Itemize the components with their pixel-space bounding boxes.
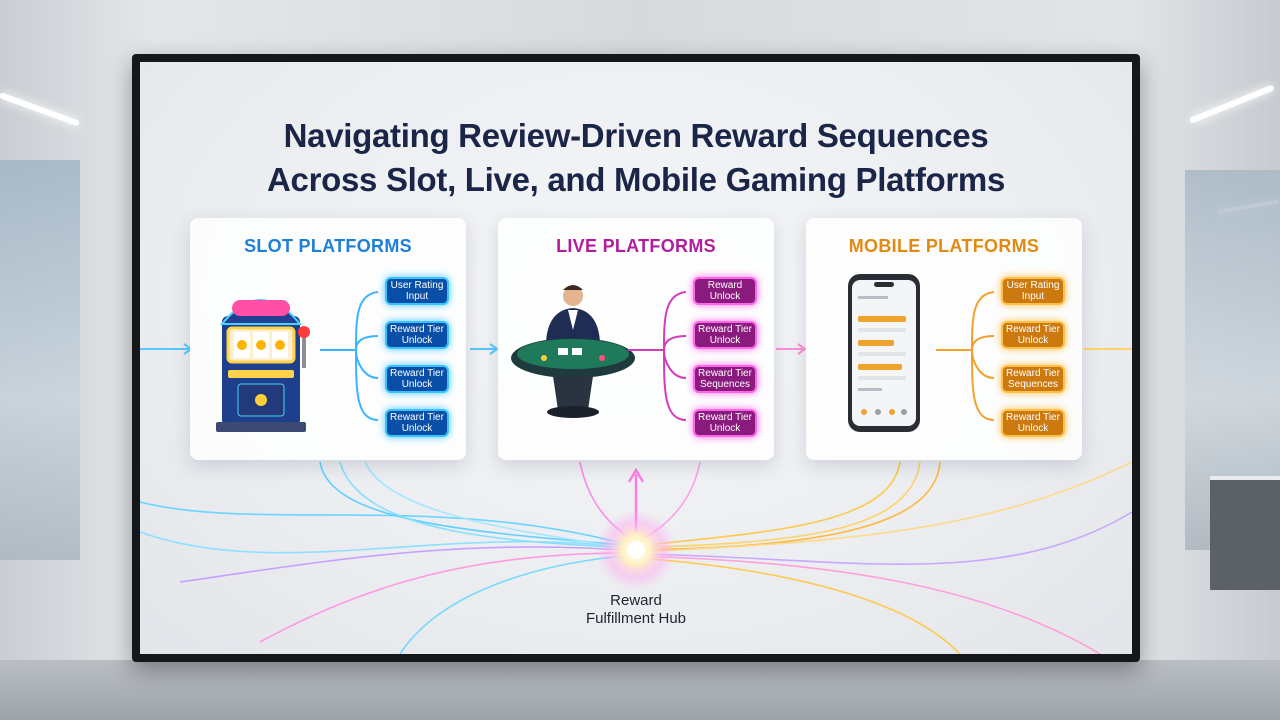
entry-arrow-live [470, 343, 499, 355]
hub-label-line-2: Fulfillment Hub [585, 610, 687, 627]
slot-step-1: User Rating Input [385, 277, 449, 305]
entry-arrow-mobile [776, 343, 807, 355]
slot-step-4: Reward Tier Unlock [385, 409, 449, 437]
display-surface: Navigating Review-Driven Reward Sequence… [140, 62, 1132, 654]
mobile-step-1: User Rating Input [1001, 277, 1065, 305]
desk [1210, 480, 1280, 590]
title-line-2: Across Slot, Live, and Mobile Gaming Pla… [266, 161, 1005, 198]
title-line-1: Navigating Review-Driven Reward Sequence… [283, 117, 989, 154]
slot-platforms-panel: SLOT PLATFORMS [190, 218, 466, 460]
live-dealer-table-icon [511, 285, 635, 418]
mobile-step-2: Reward Tier Unlock [1001, 321, 1065, 349]
mobile-platforms-panel: MOBILE PLATFORMS [806, 218, 1082, 460]
flow-lines [140, 343, 1132, 654]
mobile-step-4: Reward Tier Unlock [1001, 409, 1065, 437]
live-step-3: Reward Tier Sequences [693, 365, 757, 393]
hub-core [627, 541, 645, 559]
mobile-flow-lines [637, 461, 1132, 654]
slot-connector-lines [320, 291, 379, 421]
slot-step-2: Reward Tier Unlock [385, 321, 449, 349]
live-step-2: Reward Tier Unlock [693, 321, 757, 349]
smartphone-icon [848, 274, 920, 432]
hub-label: Reward Fulfillment Hub [560, 592, 712, 628]
live-platforms-panel: LIVE PLATFORMS [498, 218, 774, 460]
mobile-connector-lines [936, 291, 995, 421]
ceiling-light-right [1188, 84, 1275, 124]
mobile-step-3: Reward Tier Sequences [1001, 365, 1065, 393]
live-step-1: Reward Unlock [693, 277, 757, 305]
live-panel-title: LIVE PLATFORMS [556, 236, 716, 256]
slot-machine-icon [216, 299, 310, 432]
ceiling-light-left [0, 92, 80, 127]
live-step-4: Reward Tier Unlock [693, 409, 757, 437]
hub-label-line-1: Reward [610, 592, 662, 609]
entry-arrow-slot [140, 343, 193, 355]
slot-step-3: Reward Tier Unlock [385, 365, 449, 393]
wall-display-frame: Navigating Review-Driven Reward Sequence… [132, 54, 1140, 662]
live-connector-lines [628, 291, 687, 421]
mobile-panel-title: MOBILE PLATFORMS [848, 236, 1040, 256]
window-left [0, 160, 80, 560]
page-title: Navigating Review-Driven Reward Sequence… [140, 114, 1132, 202]
slot-panel-title: SLOT PLATFORMS [244, 236, 412, 256]
floor [0, 660, 1280, 720]
slot-flow-lines [140, 461, 637, 654]
